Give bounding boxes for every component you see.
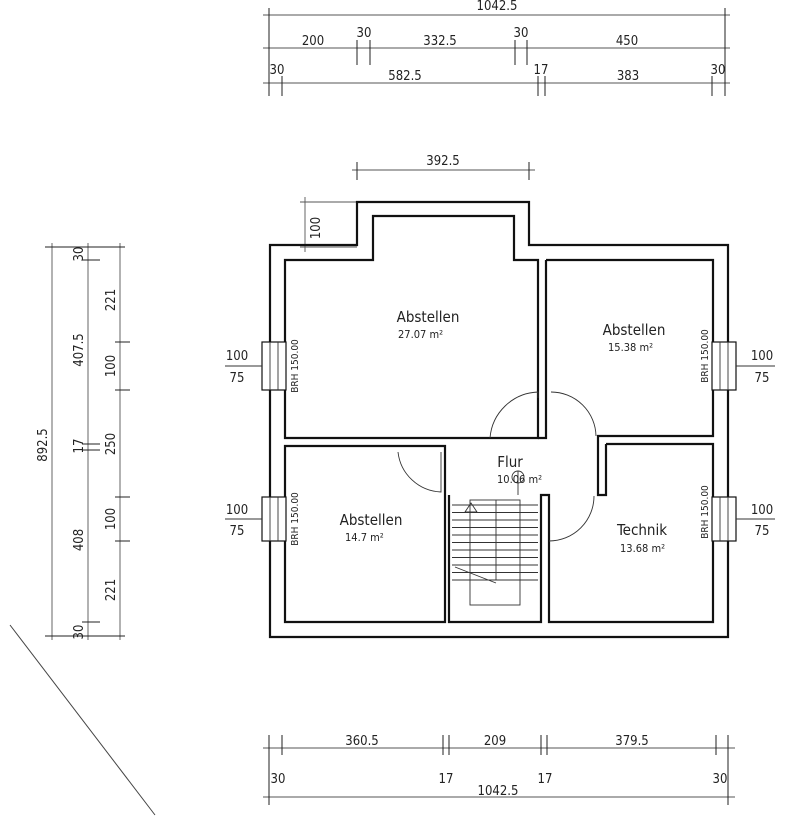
dim-top-r1-0: 200 <box>302 34 324 49</box>
dim-bot-r2-3: 30 <box>713 772 728 787</box>
room-name-abstellen-3: Abstellen <box>340 511 403 529</box>
brh-left-1: BRH 150.00 <box>290 339 301 393</box>
room-name-flur: Flur <box>497 453 523 471</box>
bottom-dimension-chain: 360.5 209 379.5 30 17 17 30 1042.5 <box>263 734 735 805</box>
room-name-abstellen-1: Abstellen <box>397 308 460 326</box>
dim-top-r1-1: 30 <box>357 26 372 41</box>
dim-bot-r2-1: 17 <box>439 772 454 787</box>
dim-top-r1-3: 30 <box>514 26 529 41</box>
window-right-1-height: 75 <box>755 371 770 386</box>
dim-left-c1-0: 30 <box>72 247 87 262</box>
room-area-abstellen-1: 27.07 m² <box>398 328 443 341</box>
dim-left-c1-4: 30 <box>72 625 87 640</box>
dim-top-r2-1: 582.5 <box>388 69 421 84</box>
room-labels: Abstellen 27.07 m² Abstellen 15.38 m² Ab… <box>340 308 668 555</box>
dim-top-r1-4: 450 <box>616 34 638 49</box>
diagonal-line <box>9 624 156 816</box>
dim-bot-r2-2: 17 <box>538 772 553 787</box>
dim-left-c2-4: 221 <box>104 579 119 601</box>
window-right-2-width: 100 <box>751 503 773 518</box>
dim-left-c2-3: 100 <box>104 508 119 530</box>
room-area-flur: 10.06 m² <box>497 473 542 486</box>
dim-top-overall: 1042.5 <box>477 0 518 14</box>
room-name-abstellen-2: Abstellen <box>603 321 666 339</box>
dim-bot-r1-1: 209 <box>484 734 506 749</box>
window-left-1-width: 100 <box>226 349 248 364</box>
dim-top-r2-0: 30 <box>270 63 285 78</box>
dim-top-r2-2: 17 <box>534 63 549 78</box>
window-right-2-height: 75 <box>755 524 770 539</box>
dim-left-c1-3: 408 <box>72 529 87 551</box>
dim-left-c1-1: 407.5 <box>72 333 87 366</box>
window-left-1-height: 75 <box>230 371 245 386</box>
window-right-1-width: 100 <box>751 349 773 364</box>
dim-bot-r1-0: 360.5 <box>345 734 378 749</box>
dim-top-r1-2: 332.5 <box>423 34 456 49</box>
dim-left-c1-2: 17 <box>72 439 87 454</box>
dim-left-c2-0: 221 <box>104 289 119 311</box>
window-left-2-height: 75 <box>230 524 245 539</box>
doors <box>397 391 597 542</box>
windows: 100 75 100 75 100 75 100 75 BRH 150.00 B… <box>225 329 775 546</box>
dim-top-r2-4: 30 <box>711 63 726 78</box>
room-area-abstellen-3: 14.7 m² <box>345 531 384 544</box>
brh-left-2: BRH 150.00 <box>290 492 301 546</box>
dim-bump-depth: 100 <box>309 217 324 239</box>
dim-bot-r2-0: 30 <box>271 772 286 787</box>
staircase <box>452 470 538 606</box>
dim-left-c2-2: 250 <box>104 433 119 455</box>
bump-dimension: 392.5 100 <box>300 154 535 252</box>
left-dimension-chain: 892.5 30 407.5 17 408 30 221 100 250 100… <box>36 243 130 640</box>
brh-right-1: BRH 150.00 <box>700 329 711 383</box>
walls <box>268 200 730 639</box>
dim-bot-overall: 1042.5 <box>478 784 519 799</box>
window-left-2-width: 100 <box>226 503 248 518</box>
dim-left-overall: 892.5 <box>36 428 51 461</box>
room-area-technik: 13.68 m² <box>620 542 665 555</box>
room-name-technik: Technik <box>616 521 667 539</box>
brh-right-2: BRH 150.00 <box>700 485 711 539</box>
dim-top-r2-3: 383 <box>617 69 639 84</box>
dim-bump-width: 392.5 <box>426 154 459 169</box>
dim-bot-r1-2: 379.5 <box>615 734 648 749</box>
dim-left-c2-1: 100 <box>104 355 119 377</box>
room-area-abstellen-2: 15.38 m² <box>608 341 653 354</box>
top-dimension-chain: 1042.5 200 30 332.5 30 450 30 582.5 17 3… <box>263 0 730 96</box>
